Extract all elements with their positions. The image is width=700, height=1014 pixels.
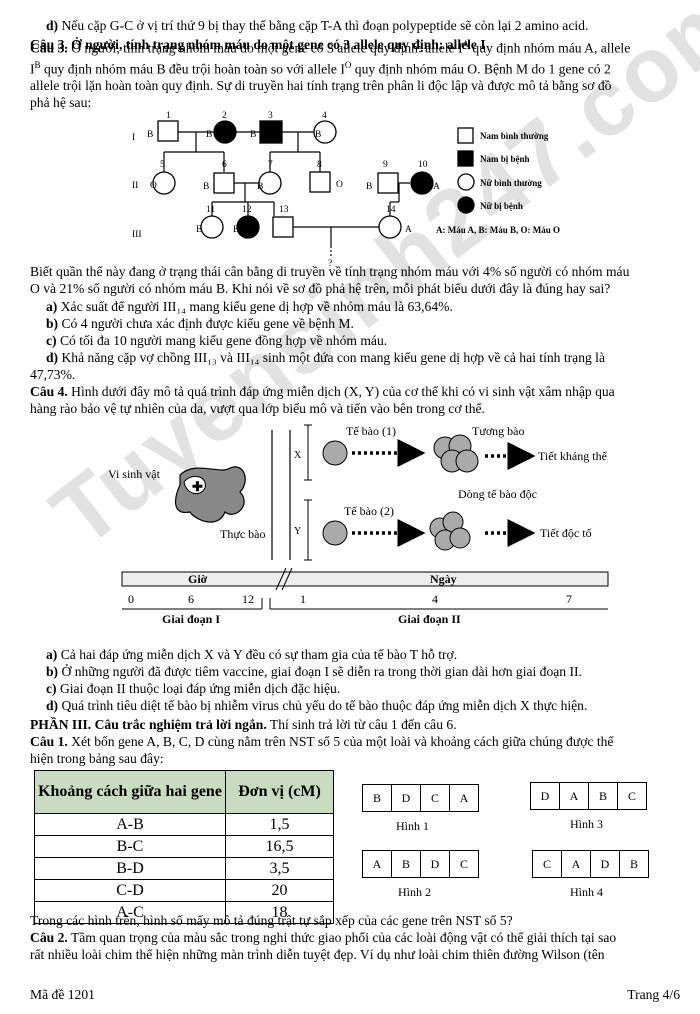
svg-text:12: 12 [242, 205, 252, 215]
svg-text:6: 6 [222, 160, 227, 170]
svg-text:Tương bào: Tương bào [472, 424, 525, 438]
q4-paragraph: Câu 4. Hình dưới đây mô tả quá trình đáp… [30, 384, 615, 416]
svg-text:7: 7 [566, 592, 572, 606]
svg-text:A: A [405, 225, 412, 235]
svg-text:Tiết độc tố: Tiết độc tố [540, 526, 592, 540]
svg-text:B: B [257, 182, 263, 192]
svg-text:B: B [250, 130, 256, 140]
svg-text:1: 1 [300, 592, 306, 606]
svg-text:4: 4 [322, 111, 327, 121]
svg-text:A: Máu A, B: Máu B, O: Máu O: A: Máu A, B: Máu B, O: Máu O [436, 225, 560, 235]
q4-c: c) Giai đoạn II thuộc loại đáp ứng miễn … [46, 681, 341, 696]
svg-text:6: 6 [188, 592, 194, 606]
q4-d: d) Quá trình tiêu diệt tế bào bị nhiễm v… [46, 698, 588, 713]
svg-text:Tế bào (2): Tế bào (2) [344, 504, 394, 518]
figure-1-label: Hình 1 [396, 819, 429, 833]
q3-d: d) Khả năng cặp vợ chồng III₁₃ và III₁₄ … [46, 350, 605, 365]
q3-line1: Câu 3. Ở người, tính trạng nhóm máu do m… [30, 37, 486, 52]
part3-q1: Câu 1. Xét bốn gene A, B, C, D cùng nằm … [30, 734, 614, 766]
svg-text:8: 8 [317, 160, 322, 170]
svg-text:12: 12 [242, 592, 254, 606]
part3-heading: PHẦN III. Câu trắc nghiệm trả lời ngắn. … [30, 717, 457, 732]
q3-d-cont: 47,73%. [30, 367, 76, 382]
svg-text:11: 11 [206, 205, 215, 215]
q3-statements: a) Xác suất để người III₁₄ mang kiểu gen… [46, 298, 682, 366]
phagocyte-shape [175, 466, 246, 523]
q3-c: c) Có tối đa 10 người mang kiểu gene đồn… [46, 333, 388, 348]
svg-text:Vi sinh vật: Vi sinh vật [108, 467, 161, 481]
gene-distance-table: Khoảng cách giữa hai gene Đơn vị (cM) A-… [34, 770, 334, 924]
q4-statements: a) Cả hai đáp ứng miễn dịch X và Y đều c… [46, 646, 682, 714]
svg-text:4: 4 [432, 592, 438, 606]
svg-text:10: 10 [418, 160, 428, 170]
svg-text:3: 3 [268, 111, 273, 121]
svg-text:O: O [336, 180, 343, 190]
part3-q1-question: Trong các hình trên, hình số mấy mô tả đ… [30, 913, 513, 928]
svg-text:B: B [315, 130, 321, 140]
svg-text:B: B [233, 225, 239, 235]
figure-3-label: Hình 3 [570, 817, 603, 831]
svg-text:0: 0 [128, 592, 134, 606]
svg-text:X: X [294, 450, 302, 461]
svg-text:B: B [206, 130, 212, 140]
svg-text:14: 14 [386, 205, 396, 215]
pedigree-diagram: I II III 1B 2B 3B 4B 5O 6B 7B 8O 9B 10A … [132, 111, 560, 269]
svg-text:Giai đoạn I: Giai đoạn I [162, 612, 220, 626]
svg-text:A: A [433, 182, 440, 192]
svg-text:2: 2 [222, 111, 227, 121]
svg-text:13: 13 [279, 205, 289, 215]
q3-a: a) Xác suất để người III₁₄ mang kiểu gen… [46, 299, 453, 314]
svg-text:B: B [196, 225, 202, 235]
q3-context: Biết quần thể này đang ở trạng thái cân … [30, 264, 630, 296]
svg-text:Ngày: Ngày [430, 572, 457, 586]
q4-b: b) Ở những người đã được tiêm vaccine, g… [46, 664, 582, 679]
svg-text:9: 9 [383, 160, 388, 170]
svg-text:Thực bào: Thực bào [220, 527, 266, 541]
svg-text:?: ? [328, 259, 332, 269]
svg-text:Giai đoạn II: Giai đoạn II [398, 612, 461, 626]
q4-a: a) Cả hai đáp ứng miễn dịch X và Y đều c… [46, 647, 458, 662]
q3-paragraph: Câu 3. Ở người, tính trạng nhóm máu do m… [30, 39, 631, 111]
svg-text:O: O [150, 181, 157, 191]
figure-4-label: Hình 4 [570, 885, 603, 899]
part3-q2: Câu 2. Tầm quan trọng của màu sắc trong … [30, 930, 617, 962]
svg-text:Dòng tế bào độc: Dòng tế bào độc [458, 487, 537, 501]
page-number: Trang 4/6 [627, 987, 680, 1002]
svg-text:1: 1 [166, 111, 171, 121]
figure-2-label: Hình 2 [398, 885, 431, 899]
svg-text:B: B [147, 130, 153, 140]
immune-response-diagram: ✚ Vi sinh vật Thực bào X Y Tế bào (1) Tư… [108, 424, 609, 626]
svg-text:Nam bình thường: Nam bình thường [480, 131, 549, 141]
svg-text:III: III [132, 230, 142, 240]
q3-text-1: Ở người, tính trạng nhóm máu do một gene… [71, 40, 463, 56]
svg-text:B: B [366, 182, 372, 192]
svg-text:I: I [132, 133, 135, 143]
svg-text:B: B [203, 182, 209, 192]
q2-statement-d: d) Nếu cặp G-C ở vị trí thứ 9 bị thay th… [46, 18, 589, 33]
svg-text:Nữ bị bệnh: Nữ bị bệnh [480, 201, 523, 211]
svg-text:Nữ bình thường: Nữ bình thường [480, 178, 542, 188]
svg-text:II: II [132, 181, 138, 191]
svg-text:7: 7 [268, 160, 273, 170]
q3-b: b) Có 4 người chưa xác định được kiểu ge… [46, 316, 354, 331]
svg-text:Nam bị bệnh: Nam bị bệnh [480, 154, 530, 164]
svg-text:5: 5 [160, 160, 165, 170]
svg-text:Tế bào (1): Tế bào (1) [346, 424, 396, 438]
svg-text:Tiết kháng thể: Tiết kháng thể [538, 449, 608, 463]
svg-text:Giờ: Giờ [188, 572, 208, 586]
svg-text:✚: ✚ [192, 479, 203, 494]
exam-code: Mã đề 1201 [30, 987, 95, 1002]
svg-text:Y: Y [294, 526, 301, 537]
